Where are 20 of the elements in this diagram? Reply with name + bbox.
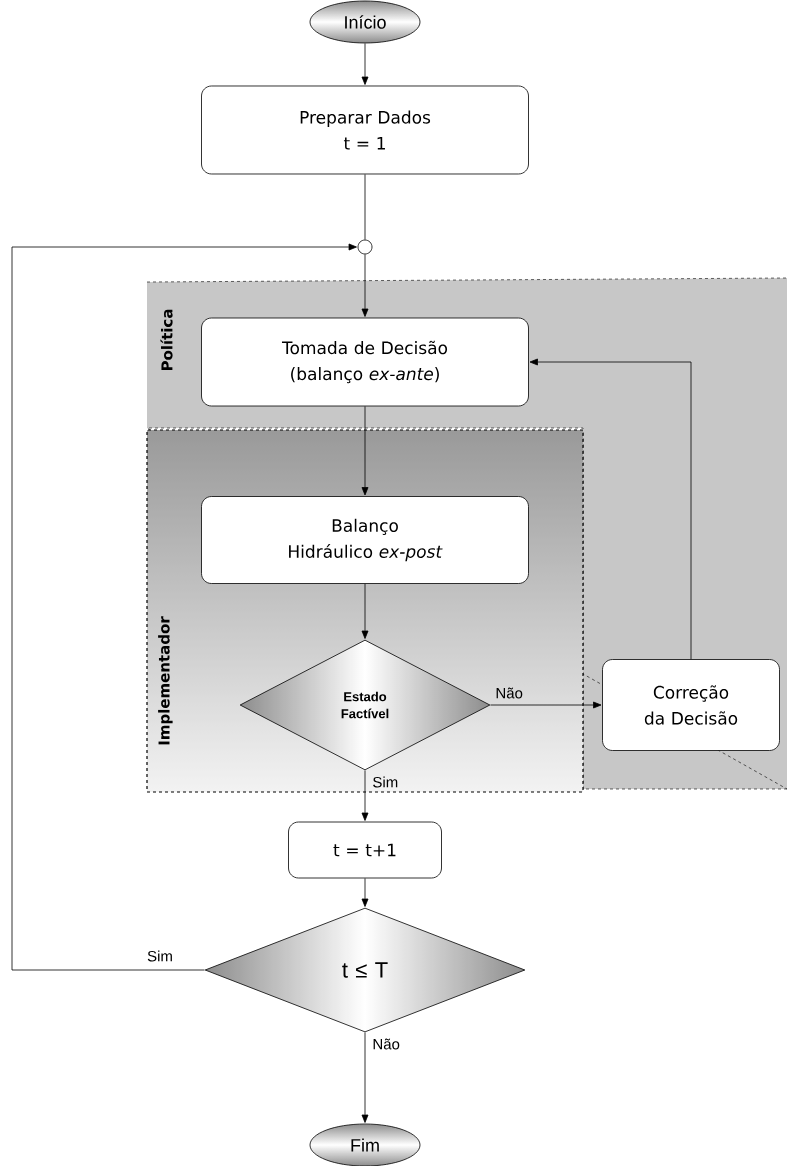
edge-label: Sim: [147, 950, 172, 962]
arrow: [11, 243, 357, 971]
process-box: Preparar Dados t = 1: [201, 85, 529, 175]
process-box: Correção da Decisão: [602, 659, 780, 751]
process-box: Tomada de Decisão (balanço ex-ante): [201, 317, 529, 407]
arrow: [361, 583, 369, 639]
arrow: [490, 701, 602, 709]
edge-label: Não: [496, 687, 523, 699]
junction-circle: [357, 239, 373, 255]
edge-label: Não: [373, 1038, 400, 1050]
process-box: Balanço Hidráulico ex-post: [201, 496, 529, 584]
arrow: [361, 770, 369, 821]
arrow: [361, 1032, 369, 1123]
arrow: [361, 43, 369, 85]
arrow: [361, 254, 369, 317]
arrow: [361, 878, 369, 907]
arrow: [361, 406, 369, 496]
edge-label: Sim: [373, 776, 398, 788]
arrow: [529, 358, 692, 660]
process-box: t = t+1: [288, 821, 442, 879]
